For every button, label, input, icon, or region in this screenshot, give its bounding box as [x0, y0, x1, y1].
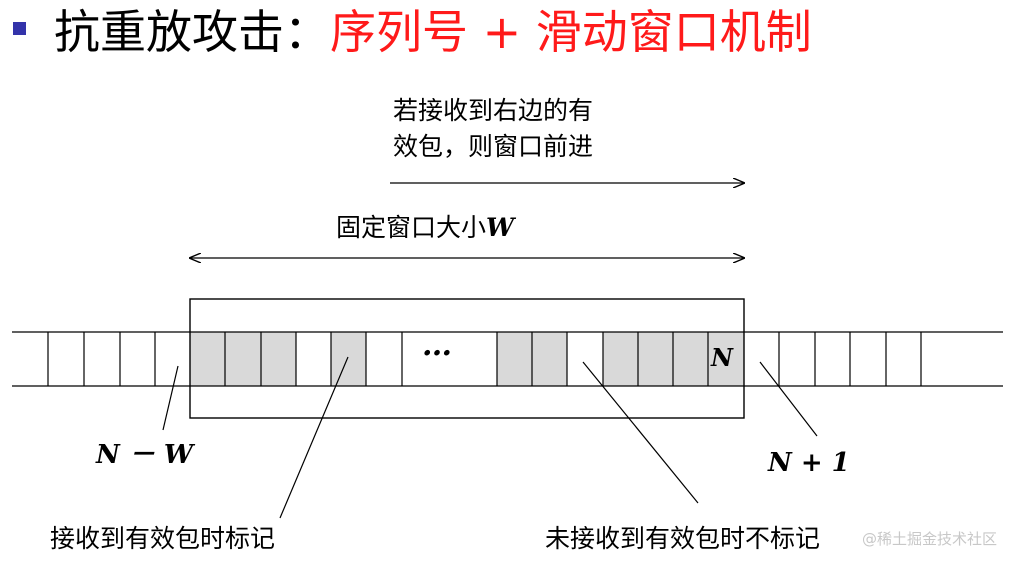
sequence-strip [12, 331, 1003, 387]
window-size-label: 固定窗口大小W [336, 212, 514, 244]
marked-cells [190, 332, 744, 386]
left-edge-label: N － W [96, 440, 194, 470]
window-size-var: W [486, 213, 515, 242]
leader-unmarked [582, 361, 699, 504]
ellipsis: … [422, 328, 452, 363]
title-highlight: 序列号 + 滑动窗口机制 [330, 5, 812, 59]
unmarked-caption: 未接收到有效包时不标记 [545, 524, 821, 553]
leader-marked [279, 356, 349, 519]
leader-left-edge [162, 365, 179, 431]
leader-lines [162, 356, 818, 519]
leader-right-edge [759, 361, 818, 437]
marked-caption: 接收到有效包时标记 [50, 524, 276, 553]
window-size-text: 固定窗口大小 [336, 213, 487, 242]
slide-title: 抗重放攻击：序列号 + 滑动窗口机制 [54, 2, 812, 62]
right-edge-label: N + 1 [768, 448, 850, 478]
title-bullet [13, 22, 26, 35]
cell-n-label: N [711, 343, 733, 372]
marked-cell-group-1 [190, 332, 296, 386]
advance-note-line-1: 若接收到右边的有 [393, 96, 594, 125]
advance-note-line-2: 效包，则窗口前进 [393, 132, 594, 161]
window-frame [189, 298, 745, 419]
watermark: @稀土掘金技术社区 [861, 530, 997, 548]
marked-cell-2 [331, 332, 366, 386]
title-prefix: 抗重放攻击： [54, 5, 330, 59]
